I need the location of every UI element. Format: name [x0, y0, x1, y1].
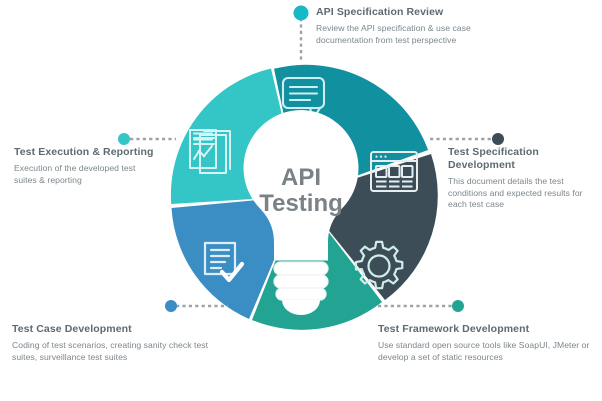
connectors	[130, 18, 492, 308]
callout-description: Use standard open source tools like Soap…	[378, 340, 590, 362]
callout-test-framework-development[interactable]: Test Framework Development Use standard …	[378, 323, 600, 363]
callout-description: Review the API specification & use case …	[316, 23, 471, 45]
callout-description: Execution of the developed test suites &…	[14, 163, 136, 185]
callout-test-specification-development[interactable]: Test Specification Development This docu…	[448, 146, 598, 211]
callout-description: This document details the test condition…	[448, 176, 583, 209]
connector-dot-bottom-right[interactable]	[452, 300, 464, 312]
callout-title: Test Framework Development	[378, 323, 530, 335]
document-check-icon	[203, 241, 245, 283]
segment-test-case-development[interactable]	[171, 196, 302, 319]
connector-dot-bottom-left[interactable]	[165, 300, 177, 312]
browser-window-icon	[370, 151, 418, 192]
callout-test-execution-reporting[interactable]: Test Execution & Reporting Execution of …	[14, 146, 154, 186]
callout-description: Coding of test scenarios, creating sanit…	[12, 340, 209, 362]
report-chart-icon	[189, 129, 231, 174]
connector-dot-right[interactable]	[492, 133, 504, 145]
callout-title: API Specification Review	[316, 6, 444, 18]
center-label-line1: API	[281, 164, 321, 191]
lightbulb-icon	[243, 110, 359, 315]
speech-bubble-icon	[281, 76, 326, 121]
callout-title: Test Specification Development	[448, 146, 539, 171]
gear-icon	[354, 240, 404, 290]
callout-title: Test Case Development	[12, 323, 132, 335]
callout-test-case-development[interactable]: Test Case Development Coding of test sce…	[12, 323, 234, 363]
connector-dots	[118, 5, 504, 312]
connector-dot-top[interactable]	[293, 5, 309, 21]
center-label-line2: Testing	[259, 190, 343, 217]
callout-api-specification-review[interactable]: API Specification Review Review the API …	[316, 6, 516, 46]
callout-title: Test Execution & Reporting	[14, 146, 154, 158]
connector-dot-left[interactable]	[118, 133, 130, 145]
